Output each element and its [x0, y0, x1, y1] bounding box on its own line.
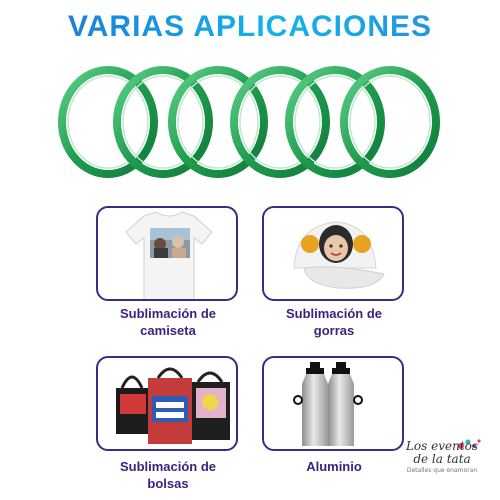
caption-line: bolsas [147, 476, 189, 491]
caption-bags: Sublimación de bolsas [68, 458, 268, 492]
caption-line: gorras [313, 323, 355, 338]
page-title: VARIAS APLICACIONES [0, 10, 500, 44]
brand-logo: Los eventos de la tata Detalles que enam… [392, 440, 492, 496]
product-card-bags [96, 356, 238, 451]
caption-line: Aluminio [306, 459, 362, 474]
logo-dots-icon [458, 439, 481, 449]
tote-bags-image [116, 367, 230, 444]
caption-cap: Sublimación de gorras [234, 305, 434, 339]
tape-roll [340, 66, 440, 178]
tape-rolls-image [58, 66, 440, 178]
caption-line: Sublimación de [285, 306, 383, 321]
tape-roll [113, 66, 213, 178]
tape-roll [285, 66, 385, 178]
tape-roll [168, 66, 268, 178]
tape-roll [230, 66, 330, 178]
tshirt-image [125, 211, 213, 299]
caption-bottles: Aluminio [234, 458, 434, 475]
logo-tagline: Detalles que enamoran [406, 467, 478, 474]
logo-line: de la tata [413, 452, 471, 466]
cap-image [293, 221, 385, 289]
caption-line: Sublimación de [119, 459, 217, 474]
product-card-cap [262, 206, 404, 301]
product-card-tshirt [96, 206, 238, 301]
caption-tshirt: Sublimación de camiseta [68, 305, 268, 339]
tape-roll [58, 66, 158, 178]
product-card-bottles [262, 356, 404, 451]
aluminium-bottles-image [293, 362, 363, 446]
caption-line: camiseta [140, 323, 196, 338]
logo-line: Los eventos [405, 439, 479, 453]
caption-line: Sublimación de [119, 306, 217, 321]
